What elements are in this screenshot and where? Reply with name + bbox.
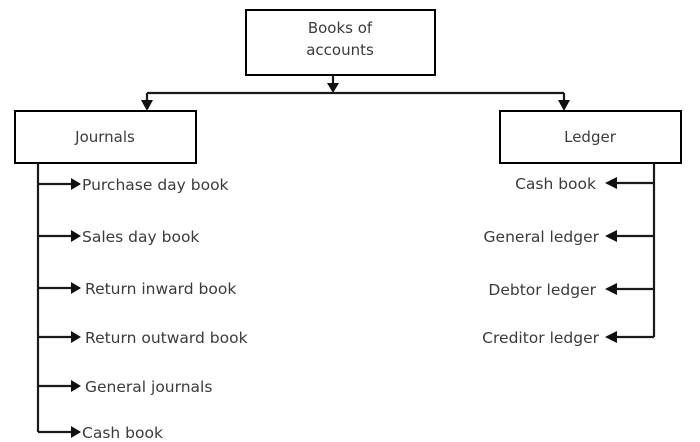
ledger-leaf-general-ledger[interactable]: General ledger [484,228,600,246]
journals-leaf-sales-day-book[interactable]: Sales day book [82,228,199,246]
ledger-leaf-cash-book[interactable]: Cash book [515,175,596,193]
journals-leaf-purchase-day-book[interactable]: Purchase day book [82,176,229,194]
journals-arrow-icon-5 [71,380,81,392]
journals-arrow-icon-4 [71,331,81,343]
ledger-label: Ledger [564,128,617,146]
journals-leaf-labels: Purchase day book Sales day book Return … [82,176,248,442]
journals-arrow-icon-1 [71,178,81,190]
ledger-leaf-labels: Cash book General ledger Debtor ledger C… [482,175,599,347]
journals-arrow-icon-3 [71,282,81,294]
journals-leaf-general-journals[interactable]: General journals [85,378,212,396]
ledger-arrow-icon-2 [605,230,617,242]
ledger-arrow-icon-3 [605,283,617,295]
journals-arrow-icon-2 [71,230,81,242]
journals-box [14,110,197,164]
ledger-arrow-icon-1 [605,177,617,189]
journals-arrow-icon-6 [71,426,81,438]
journals-leaf-return-outward-book[interactable]: Return outward book [85,329,248,347]
journals-label: Journals [74,128,135,146]
ledger-down-arrow-icon [558,100,570,111]
ledger-leaf-debtor-ledger[interactable]: Debtor ledger [488,281,596,299]
journals-leaf-return-inward-book[interactable]: Return inward book [85,280,236,298]
root-down-arrow-icon [327,83,339,93]
ledger-connector-group [605,163,656,343]
journals-leaf-cash-book[interactable]: Cash book [82,424,163,442]
node-journals[interactable]: Journals [14,110,197,164]
ledger-box [499,110,682,164]
books-of-accounts-label-line2: accounts [306,41,374,59]
journals-down-arrow-icon [141,100,153,111]
root-split-connector [141,75,570,111]
books-of-accounts-label-line1: Books of [308,19,373,37]
node-ledger[interactable]: Ledger [499,110,682,164]
node-books-of-accounts[interactable]: Books of accounts [245,9,436,76]
journals-connector-group [36,163,81,438]
books-of-accounts-box [245,9,436,76]
ledger-arrow-icon-4 [605,331,617,343]
ledger-leaf-creditor-ledger[interactable]: Creditor ledger [482,329,599,347]
